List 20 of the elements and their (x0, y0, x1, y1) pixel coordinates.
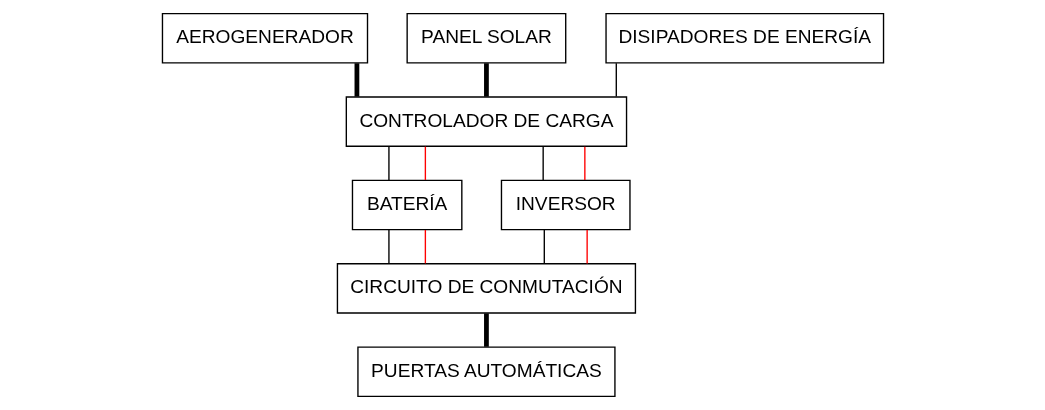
connector (483, 313, 489, 347)
connector (387, 145, 390, 181)
connector (483, 63, 489, 97)
connector (615, 62, 617, 98)
node-box: BATERÍA (351, 179, 462, 231)
node-box: DISIPADORES DE ENERGÍA (604, 12, 884, 64)
node-box: AEROGENERADOR (161, 12, 368, 64)
connector (541, 145, 544, 181)
connector (583, 145, 586, 181)
node-box: CONTROLADOR DE CARGA (345, 96, 627, 147)
node-box: INVERSOR (500, 179, 631, 231)
node-box: CIRCUITO DE CONMUTACIÓN (336, 263, 636, 314)
connector (354, 63, 359, 97)
connector (585, 229, 588, 265)
node-box: PANEL SOLAR (405, 12, 566, 64)
node-box: PUERTAS AUTOMÁTICAS (356, 346, 616, 398)
connector (387, 229, 390, 265)
connector (424, 145, 426, 181)
connector (424, 229, 426, 265)
connector (543, 229, 545, 265)
